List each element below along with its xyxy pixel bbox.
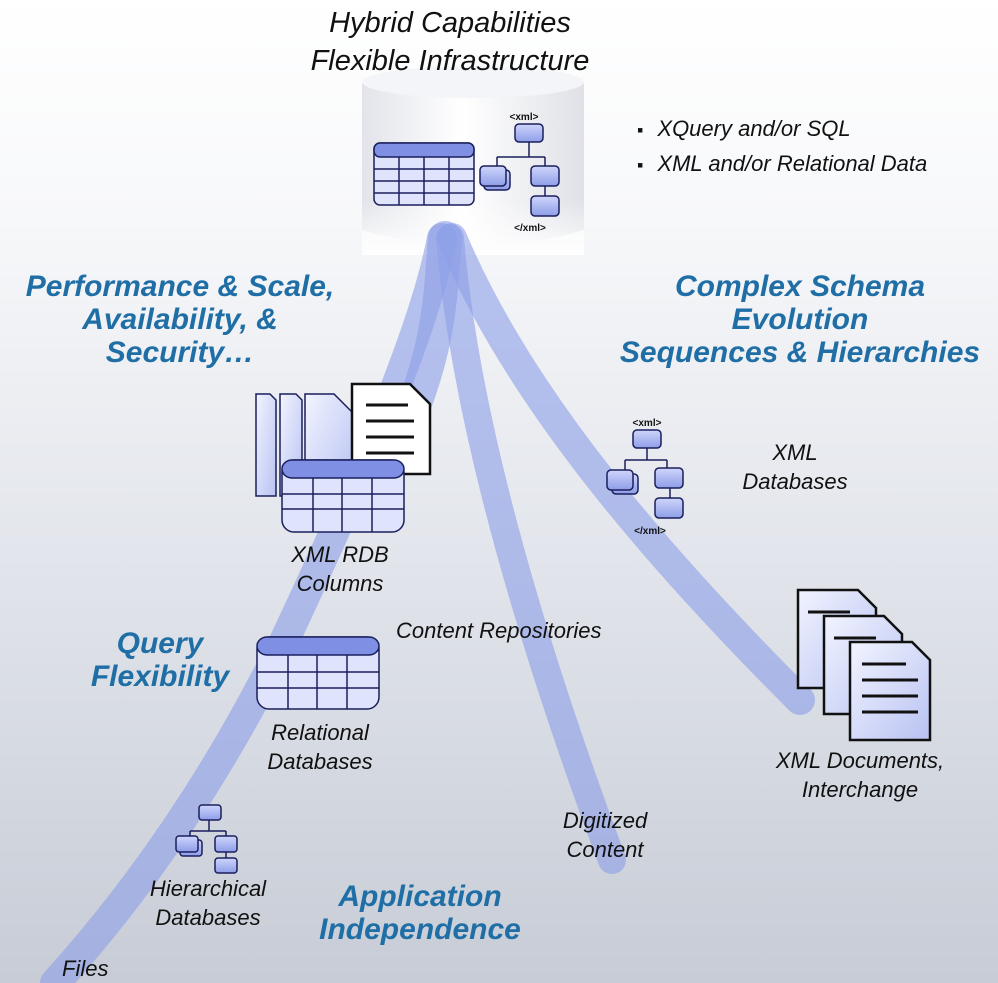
xml-documents-icon xyxy=(796,588,932,742)
xml-databases-tree-icon: <xml> </xml> xyxy=(606,418,684,537)
label-xml-documents-line-1: XML Documents, xyxy=(775,748,945,773)
label-xml-rdb-line-2: Columns xyxy=(296,571,384,596)
header-title: Hybrid Capabilities Flexible Infrastruct… xyxy=(0,4,900,80)
theme-schema-line-1: Complex Schema xyxy=(674,270,926,303)
hub-xml-open-tag: <xml> xyxy=(510,112,539,123)
label-digitized-line-2: Content xyxy=(566,837,644,862)
label-files: Files xyxy=(62,956,109,981)
theme-application-line-1: Application xyxy=(338,880,502,913)
label-xml-databases-line-1: XML xyxy=(772,440,818,465)
theme-schema-line-2: Evolution xyxy=(731,303,869,336)
ribbon-xml-docs xyxy=(437,223,815,715)
theme-query-line-1: Query xyxy=(116,627,204,660)
label-hierarchical-databases: Hierarchical Databases xyxy=(118,874,298,932)
label-xml-documents: XML Documents, Interchange xyxy=(740,746,980,804)
header-line-1: Hybrid Capabilities xyxy=(329,7,571,39)
xml-db-open-tag: <xml> xyxy=(633,418,662,429)
ribbon-digitized xyxy=(436,224,626,874)
label-xml-rdb-columns: XML RDB Columns xyxy=(250,540,430,598)
theme-query: Query Flexibility xyxy=(70,627,250,693)
feature-bullets: XQuery and/or SQL XML and/or Relational … xyxy=(637,112,927,182)
hub-xml-tree-icon: <xml> </xml> xyxy=(479,112,560,234)
theme-application-line-2: Independence xyxy=(319,913,521,946)
xml-db-close-tag: </xml> xyxy=(634,526,666,537)
bullet-item: XML and/or Relational Data xyxy=(637,147,927,182)
theme-schema: Complex Schema Evolution Sequences & Hie… xyxy=(610,270,990,369)
theme-schema-line-3: Sequences & Hierarchies xyxy=(619,336,981,369)
label-relational-line-2: Databases xyxy=(267,749,373,774)
hub-table-icon xyxy=(373,142,475,206)
label-relational-line-1: Relational xyxy=(271,720,369,745)
label-digitized-content: Digitized Content xyxy=(525,806,685,864)
label-content-repositories: Content Repositories xyxy=(396,618,602,643)
theme-performance-line-2: Availability, & xyxy=(82,303,278,336)
label-xml-databases-line-2: Databases xyxy=(742,469,848,494)
label-hierarchical-line-1: Hierarchical xyxy=(149,876,267,901)
theme-query-line-2: Flexibility xyxy=(90,660,230,693)
label-xml-rdb-line-1: XML RDB xyxy=(291,542,389,567)
label-relational-databases: Relational Databases xyxy=(230,718,410,776)
hub-xml-close-tag: </xml> xyxy=(514,223,546,234)
header-line-2: Flexible Infrastructure xyxy=(310,45,590,77)
hierarchical-tree-icon xyxy=(175,804,238,874)
relational-table-icon xyxy=(256,636,380,710)
xml-rdb-columns-icon xyxy=(255,382,432,533)
label-xml-databases: XML Databases xyxy=(710,438,880,496)
theme-performance-line-3: Security… xyxy=(105,336,255,369)
theme-performance-line-1: Performance & Scale, xyxy=(25,270,335,303)
theme-performance: Performance & Scale, Availability, & Sec… xyxy=(0,270,360,369)
label-xml-documents-line-2: Interchange xyxy=(801,777,919,802)
theme-application: Application Independence xyxy=(300,880,540,946)
label-hierarchical-line-2: Databases xyxy=(155,905,261,930)
bullet-item: XQuery and/or SQL xyxy=(637,112,927,147)
label-digitized-line-1: Digitized xyxy=(562,808,648,833)
